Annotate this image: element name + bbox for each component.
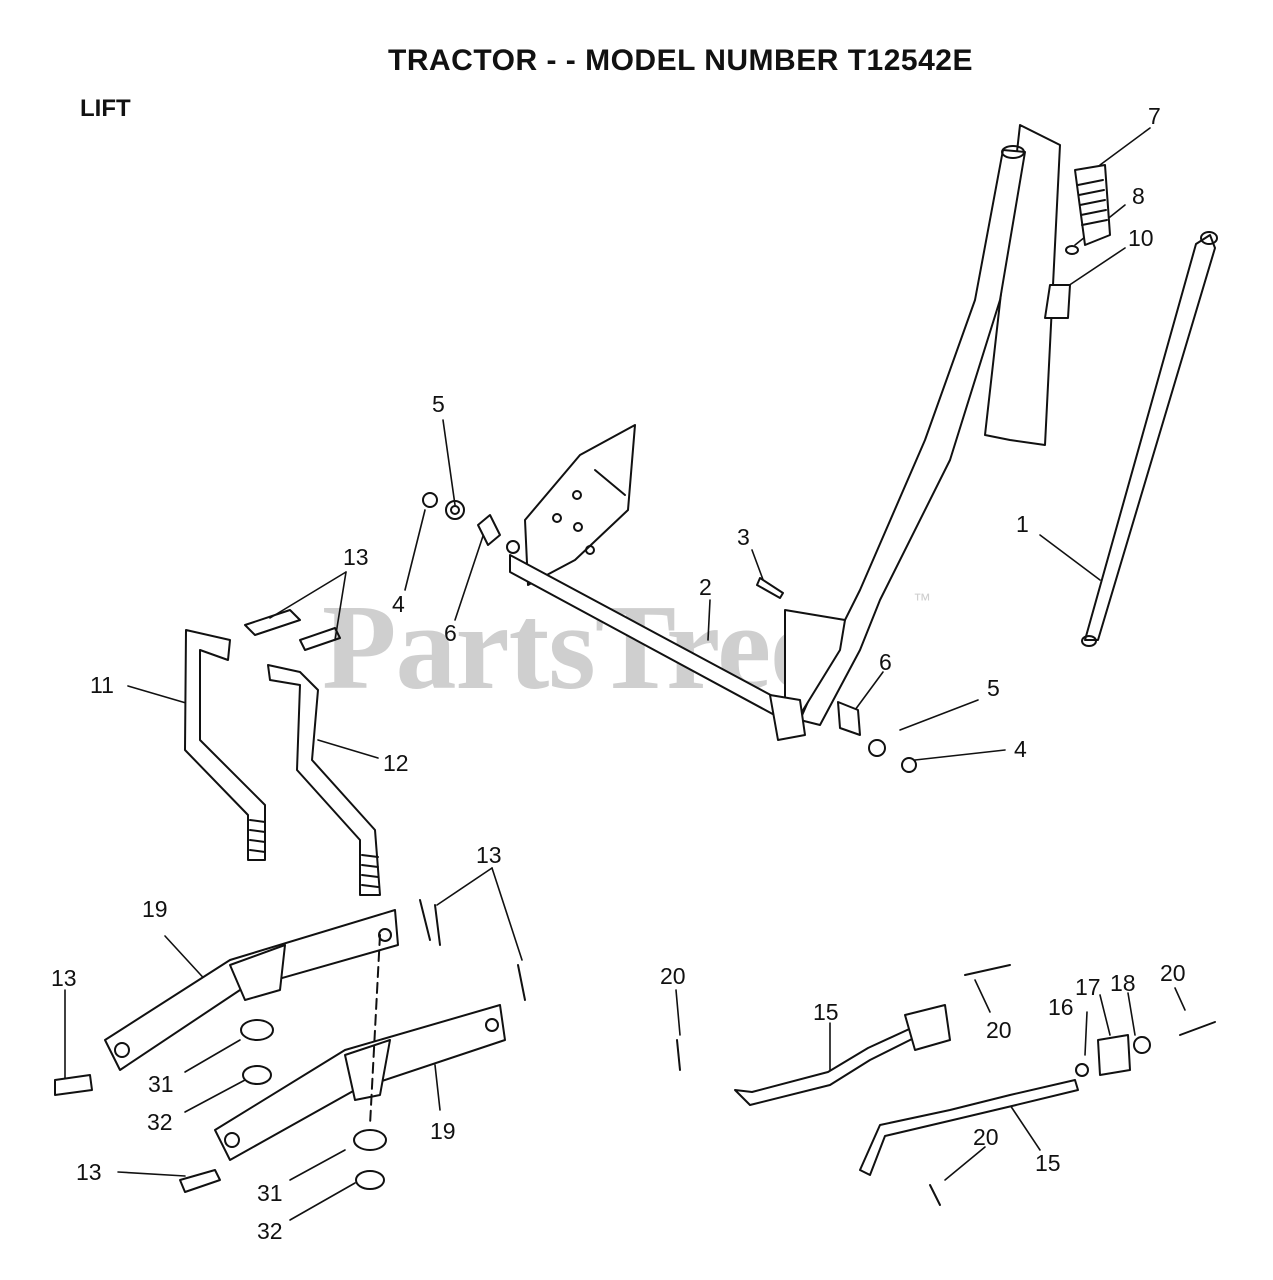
callout-15: 15 — [813, 999, 839, 1025]
callout-20: 20 — [1160, 960, 1186, 986]
hair-pin-clips — [55, 610, 525, 1192]
lift-arm-11 — [185, 630, 265, 860]
section-label: LIFT — [80, 95, 131, 122]
callout-4: 4 — [392, 591, 405, 617]
callout-18: 18 — [1110, 970, 1136, 996]
adjust-rod-lower — [677, 1022, 1215, 1205]
watermark-tm: ™ — [913, 590, 931, 610]
callout-2: 2 — [699, 574, 712, 600]
callout-6: 6 — [879, 649, 892, 675]
callout-3: 3 — [737, 524, 750, 550]
adjust-rod-upper — [735, 965, 1010, 1105]
callout-13: 13 — [51, 965, 77, 991]
callout-15: 15 — [1035, 1150, 1061, 1176]
hardware — [423, 493, 916, 772]
callout-13: 13 — [343, 544, 369, 570]
callout-13: 13 — [76, 1159, 102, 1185]
callout-31: 31 — [148, 1071, 174, 1097]
callout-20: 20 — [973, 1124, 999, 1150]
lift-rod — [1082, 232, 1217, 646]
callout-17: 17 — [1075, 974, 1101, 1000]
callout-6: 6 — [444, 620, 457, 646]
callout-11: 11 — [90, 672, 114, 698]
lift-arm-12 — [268, 665, 380, 895]
callout-8: 8 — [1132, 183, 1145, 209]
cross-shaft — [507, 541, 805, 740]
callout-5: 5 — [987, 675, 1000, 701]
callout-20: 20 — [986, 1017, 1012, 1043]
callout-4: 4 — [1014, 736, 1027, 762]
handle-grip — [1045, 165, 1110, 318]
callout-10: 10 — [1128, 225, 1154, 251]
link-arm-lower — [215, 1005, 505, 1160]
lift-handle — [785, 125, 1060, 725]
callout-31: 31 — [257, 1180, 283, 1206]
callout-19: 19 — [430, 1118, 456, 1144]
callout-32: 32 — [257, 1218, 283, 1244]
callout-1: 1 — [1016, 511, 1029, 537]
callout-19: 19 — [142, 896, 168, 922]
callout-7: 7 — [1148, 103, 1161, 129]
mount-bracket — [525, 425, 635, 585]
callout-12: 12 — [383, 750, 409, 776]
callout-13: 13 — [476, 842, 502, 868]
link-arm-upper — [105, 910, 398, 1070]
callout-5: 5 — [432, 391, 445, 417]
callout-20: 20 — [660, 963, 686, 989]
diagram-title: TRACTOR - - MODEL NUMBER T12542E — [388, 44, 973, 77]
callout-32: 32 — [147, 1109, 173, 1135]
callout-16: 16 — [1048, 994, 1074, 1020]
nuts-washers — [241, 1020, 386, 1189]
